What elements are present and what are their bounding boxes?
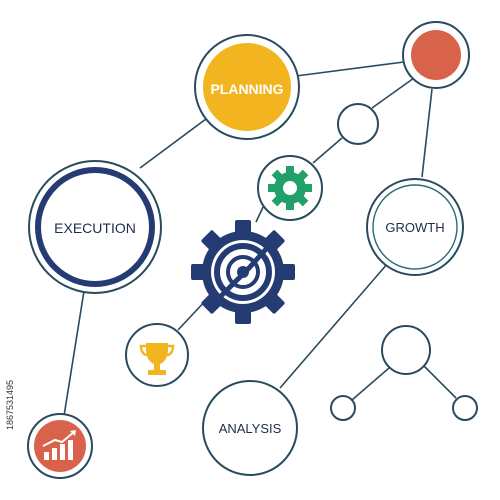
planning-label: PLANNING — [210, 81, 283, 97]
chart-node[interactable] — [27, 413, 93, 479]
connector-orange-smallcircle — [371, 77, 415, 109]
planning-node[interactable]: PLANNING — [194, 34, 300, 140]
stock-id: 1867531495 — [5, 380, 15, 430]
connector-growth-analysis — [279, 262, 389, 389]
cluster-top-node[interactable] — [381, 325, 431, 375]
small-empty-node[interactable] — [337, 103, 379, 145]
connector-planning-execution — [139, 115, 211, 169]
connector-cluster-right — [423, 365, 457, 399]
target-gear-icon[interactable] — [169, 198, 316, 345]
connector-execution-chart — [63, 290, 85, 417]
connector-orange-growth — [421, 88, 433, 178]
execution-node[interactable]: EXECUTION — [28, 160, 162, 294]
gear-node[interactable] — [257, 155, 323, 221]
orange-node[interactable] — [402, 21, 470, 89]
connector-planning-orange — [295, 61, 405, 77]
gear-icon — [268, 166, 312, 210]
bar-chart-growth-icon — [42, 430, 76, 460]
trophy-node[interactable] — [125, 323, 189, 387]
connector-smallcircle-gear — [312, 137, 343, 164]
growth-label: GROWTH — [385, 220, 444, 235]
cluster-right-node[interactable] — [452, 395, 478, 421]
analysis-label: ANALYSIS — [219, 421, 282, 436]
trophy-icon — [139, 343, 175, 375]
connector-cluster-left — [351, 367, 390, 401]
cluster-left-node[interactable] — [330, 395, 356, 421]
execution-label: EXECUTION — [54, 220, 136, 236]
analysis-node[interactable]: ANALYSIS — [202, 380, 298, 476]
growth-node[interactable]: GROWTH — [366, 178, 464, 276]
